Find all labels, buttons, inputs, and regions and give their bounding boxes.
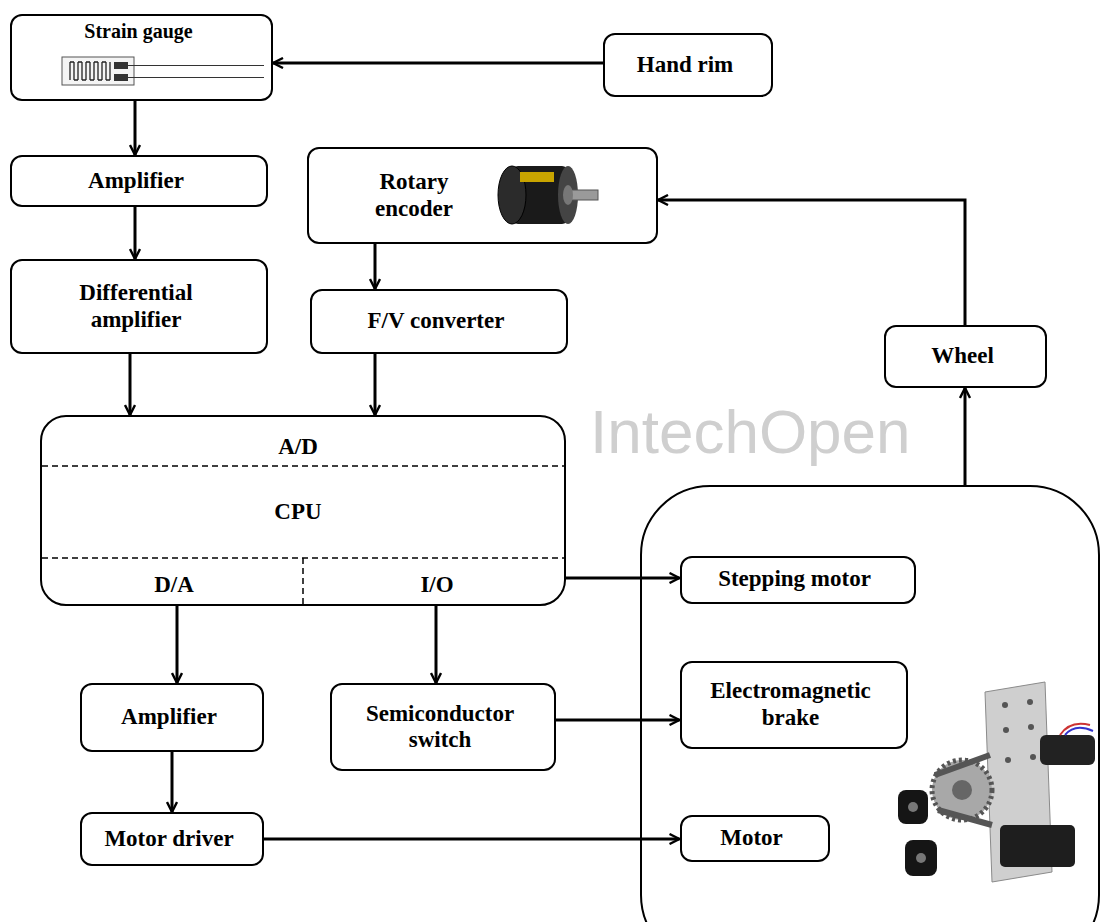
process-box: Amplifier — [80, 683, 264, 752]
box-label: Motor — [720, 825, 783, 851]
box-label: Stepping motor — [718, 566, 871, 592]
signal-arrow — [374, 354, 377, 415]
output-box: Wheel — [884, 325, 1047, 388]
box-label: Amplifier — [88, 168, 184, 194]
strain-gauge-icon — [62, 57, 264, 85]
controller-box: A/D CPU D/A I/O — [40, 415, 566, 606]
signal-arrow — [171, 752, 174, 812]
signal-arrow — [134, 101, 137, 155]
watermark: IntechOpen — [590, 396, 911, 467]
signal-arrow — [374, 244, 377, 289]
signal-arrow — [658, 200, 965, 325]
process-box: Amplifier — [10, 155, 268, 207]
actuator-box: Motor — [680, 815, 830, 862]
drive-unit-region: Stepping motorElectromagnetic brakeMotor — [640, 485, 1100, 922]
signal-arrow — [129, 354, 132, 415]
signal-arrow — [176, 606, 179, 683]
signal-arrow — [264, 838, 680, 841]
section-label: A/D — [278, 434, 318, 460]
drive-unit-photo — [898, 682, 1095, 882]
section-label: D/A — [154, 572, 194, 598]
sensor-box: Strain gauge — [10, 14, 273, 101]
signal-arrow — [566, 577, 680, 580]
box-label: Amplifier — [121, 704, 217, 730]
box-label: Motor driver — [104, 826, 233, 852]
box-label: Rotary encoder — [349, 169, 479, 222]
box-label: Electromagnetic brake — [683, 678, 898, 731]
box-label: Semiconductor switch — [345, 701, 535, 754]
box-label: Wheel — [931, 343, 994, 369]
actuator-box: Electromagnetic brake — [680, 661, 908, 749]
sensor-box: Rotary encoder — [307, 147, 658, 244]
section-label: CPU — [274, 499, 321, 525]
box-label: Differential amplifier — [56, 280, 216, 333]
process-box: F/V converter — [310, 289, 568, 354]
box-label: Strain gauge — [84, 20, 192, 43]
actuator-box: Stepping motor — [680, 556, 916, 604]
signal-arrow — [556, 719, 680, 722]
process-box: Motor driver — [80, 812, 264, 866]
box-label: Hand rim — [637, 52, 733, 78]
signal-arrow — [435, 606, 438, 683]
signal-arrow — [273, 62, 603, 65]
cpu-partition-lines — [42, 466, 564, 604]
signal-arrow — [964, 388, 967, 485]
process-box: Differential amplifier — [10, 259, 268, 354]
input-box: Hand rim — [603, 33, 773, 97]
process-box: Semiconductor switch — [330, 683, 556, 771]
section-label: I/O — [420, 572, 453, 598]
rotary-encoder-photo — [498, 166, 598, 224]
box-label: F/V converter — [368, 308, 505, 334]
signal-arrow — [134, 207, 137, 259]
